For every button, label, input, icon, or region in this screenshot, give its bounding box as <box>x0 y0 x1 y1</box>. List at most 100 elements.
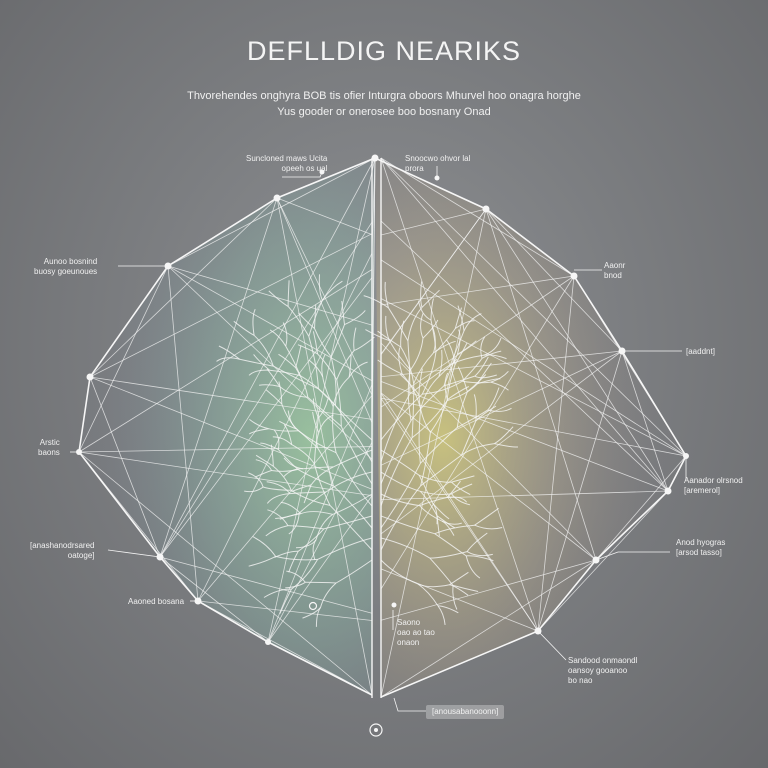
mesh-line <box>380 350 623 466</box>
label-line: buosy goeunoues <box>34 267 98 276</box>
branch-line <box>467 374 487 393</box>
branch-line <box>420 427 458 464</box>
branch-line <box>321 280 343 301</box>
label-line: Anod hyogras <box>676 538 726 547</box>
label-line: [anousabanooonn] <box>432 707 499 716</box>
mesh-line <box>167 157 376 267</box>
branch-line <box>447 480 461 498</box>
branch-line <box>253 334 274 367</box>
branch-line <box>268 290 289 307</box>
branch-line <box>266 368 281 387</box>
branch-line <box>456 391 468 428</box>
branch-line <box>363 295 389 309</box>
left-hemisphere-fill <box>79 158 375 695</box>
label-line: oao ao tao <box>397 628 435 637</box>
branch-line <box>248 369 270 376</box>
node <box>618 347 626 355</box>
mesh-line <box>276 197 373 423</box>
branch-line <box>340 426 373 485</box>
branch-line <box>474 374 497 379</box>
leader-line <box>537 630 567 661</box>
branch-line <box>490 381 509 391</box>
branch-line <box>419 496 448 507</box>
mesh-line <box>380 275 575 590</box>
branch-line <box>380 420 412 485</box>
branch-line <box>475 405 497 422</box>
mesh-line <box>276 197 373 696</box>
branch-line <box>303 484 312 504</box>
branch-line <box>318 398 329 419</box>
branch-line <box>465 555 481 579</box>
branch-line <box>433 340 456 354</box>
branch-line <box>420 313 424 339</box>
label-line: Sandood onmaondl <box>568 656 638 665</box>
branch-line <box>451 483 473 495</box>
branch-line <box>450 330 465 365</box>
branch-line <box>295 345 302 368</box>
branch-line <box>420 432 431 486</box>
branch-line <box>444 372 449 400</box>
branch-line <box>272 465 292 491</box>
branch-line <box>451 475 475 483</box>
node <box>570 272 578 280</box>
mesh-line <box>89 376 373 490</box>
branch-line <box>434 533 467 557</box>
branch-line <box>463 313 482 332</box>
label-line: bnod <box>604 271 622 280</box>
branch-line <box>308 359 324 377</box>
node <box>371 154 379 162</box>
leader-lines <box>70 166 687 712</box>
branch-line <box>474 507 499 526</box>
branch-line <box>263 588 292 598</box>
branch-line <box>438 358 458 377</box>
branch-line <box>277 449 299 470</box>
mesh-line <box>167 265 373 460</box>
branch-line <box>249 419 269 430</box>
branch-line <box>429 551 468 559</box>
branch-line <box>457 409 488 428</box>
mesh-line <box>89 197 278 378</box>
branch-line <box>341 300 345 325</box>
branch-line <box>334 405 373 463</box>
branch-line <box>407 369 412 421</box>
mesh-line <box>380 392 597 561</box>
branch-line <box>321 354 326 377</box>
branch-line <box>449 584 469 596</box>
label-line: prora <box>405 164 424 173</box>
branch-line <box>431 326 436 353</box>
mesh-line <box>159 197 278 558</box>
branch-line <box>279 420 297 430</box>
mesh-line <box>595 455 687 561</box>
branch-line <box>316 417 319 448</box>
branch-line <box>255 459 272 471</box>
branch-line <box>279 386 308 398</box>
branch-line <box>455 320 475 329</box>
mesh-line <box>380 208 487 236</box>
page-title: DEFLLDIG NEARIKS <box>246 36 522 66</box>
branch-line <box>380 463 421 529</box>
mesh-line <box>380 275 575 408</box>
subtitle: Thvorehendes onghyra BOB tis ofier Intur… <box>150 88 618 120</box>
node <box>482 205 490 213</box>
branch-line <box>449 571 469 586</box>
branch-line <box>314 463 331 506</box>
branch-line <box>417 583 439 607</box>
branch-line <box>429 399 448 433</box>
branch-line <box>380 537 431 559</box>
leader-line <box>595 551 670 561</box>
mesh-line <box>380 259 687 457</box>
branch-line <box>380 559 418 585</box>
leader-line <box>393 697 426 712</box>
branch-line <box>262 486 292 491</box>
label-top-left: Suncloned maws Ucita opeeh os ual <box>246 154 327 174</box>
branch-line <box>322 376 334 407</box>
branch-line <box>267 509 289 526</box>
branch-line <box>447 496 467 503</box>
branch-line <box>259 384 280 387</box>
mesh-line <box>485 208 597 561</box>
node <box>534 627 542 635</box>
branch-line <box>483 354 507 360</box>
subtitle-line: Yus gooder or onerosee boo bosnany Onad <box>277 106 491 118</box>
branch-line <box>314 304 317 329</box>
node <box>319 169 325 175</box>
